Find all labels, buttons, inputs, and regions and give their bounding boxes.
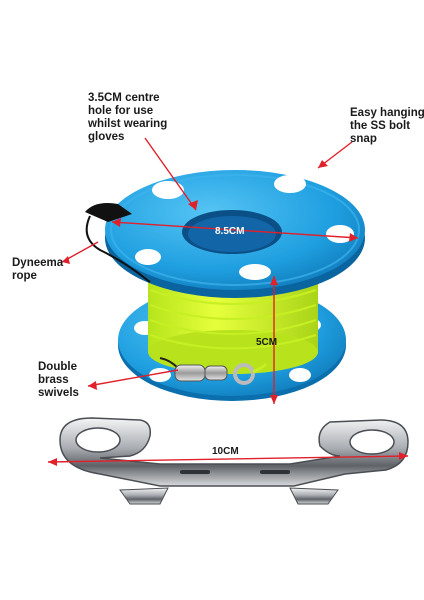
centre-hole-annotation: 3.5CM centre hole for use whilst wearing…: [88, 92, 168, 143]
flange-hole: [289, 368, 311, 382]
height-label: 5CM: [256, 337, 278, 348]
swivels-annotation: Double brass swivels: [38, 361, 79, 399]
flange-hole: [326, 225, 354, 243]
yellow-line-reel: [148, 278, 318, 374]
brass-swivel: [159, 357, 268, 385]
flange-hole: [135, 249, 161, 265]
diameter-label: 8.5CM: [215, 226, 245, 237]
bolt-snap: [59, 417, 409, 505]
flange-hole: [152, 181, 184, 199]
annotation-arrows: [47, 137, 409, 466]
bolt-snap-annotation: Easy hanging the SS bolt snap: [350, 107, 424, 145]
flange-hole: [239, 264, 271, 280]
flange-hole: [149, 368, 171, 382]
snap-length-label: 10CM: [212, 446, 239, 457]
flange-hole: [274, 175, 306, 193]
rope-annotation: Dyneema rope: [12, 257, 64, 282]
